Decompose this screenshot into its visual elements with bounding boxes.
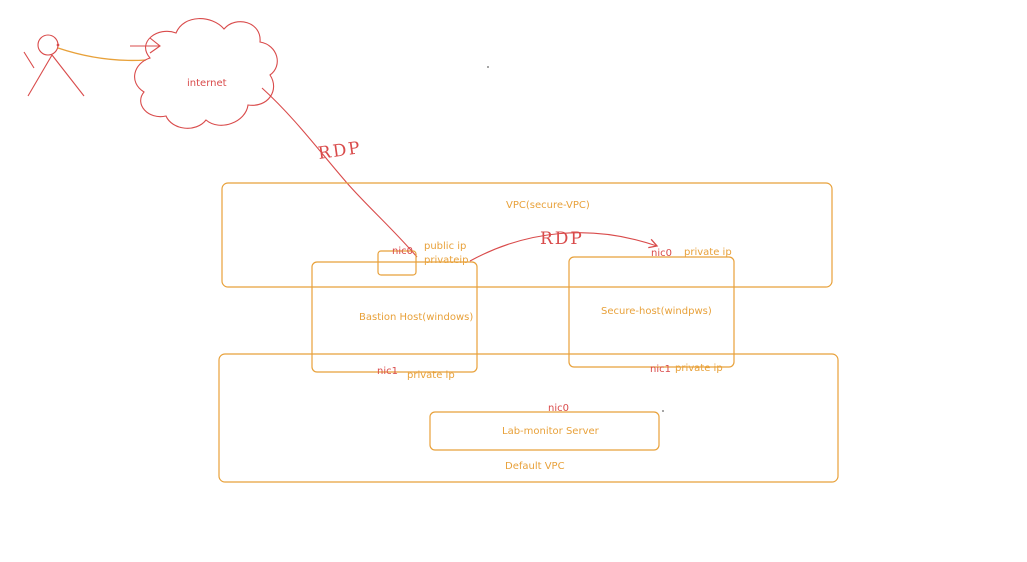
stray-dot	[662, 410, 664, 412]
secure-host-label: Secure-host(windpws)	[601, 306, 712, 317]
rdp-secure-label: RDP	[540, 229, 584, 249]
bastion-public-ip-label: public ip	[424, 241, 467, 252]
secure-nic1-private-ip-label: private ip	[675, 363, 723, 374]
secure-host-box	[568, 256, 735, 368]
secure-vpc-label: VPC(secure-VPC)	[506, 200, 590, 211]
internet-cloud-icon	[134, 18, 278, 129]
secure-vpc-box	[221, 182, 833, 288]
bastion-nic0-box	[377, 250, 417, 276]
bastion-nic1-label: nic1	[377, 366, 398, 377]
secure-private-ip-label: private ip	[684, 247, 732, 258]
bastion-host-label: Bastion Host(windows)	[359, 312, 474, 323]
default-vpc-label: Default VPC	[505, 461, 565, 472]
rdp-internet-connector	[261, 87, 418, 258]
bastion-private-ip-label: privateip	[424, 255, 469, 266]
user-stick-figure-icon	[23, 34, 85, 97]
rdp-secure-connector	[469, 232, 659, 262]
stray-dot	[487, 66, 489, 68]
user-internet-link	[57, 47, 147, 62]
monitor-server-box	[429, 411, 660, 451]
secure-nic0-label: nic0	[651, 248, 672, 259]
secure-nic1-label: nic1	[650, 364, 671, 375]
bastion-nic1-private-ip-label: private ip	[407, 370, 455, 381]
monitor-server-label: Lab-monitor Server	[502, 426, 599, 437]
bastion-nic0-label: nic0	[392, 246, 413, 257]
internet-label: internet	[187, 78, 227, 89]
internet-entry-arrow	[130, 37, 161, 54]
monitor-nic0-label: nic0	[548, 403, 569, 414]
bastion-host-box	[311, 261, 478, 373]
default-vpc-box	[218, 353, 839, 483]
